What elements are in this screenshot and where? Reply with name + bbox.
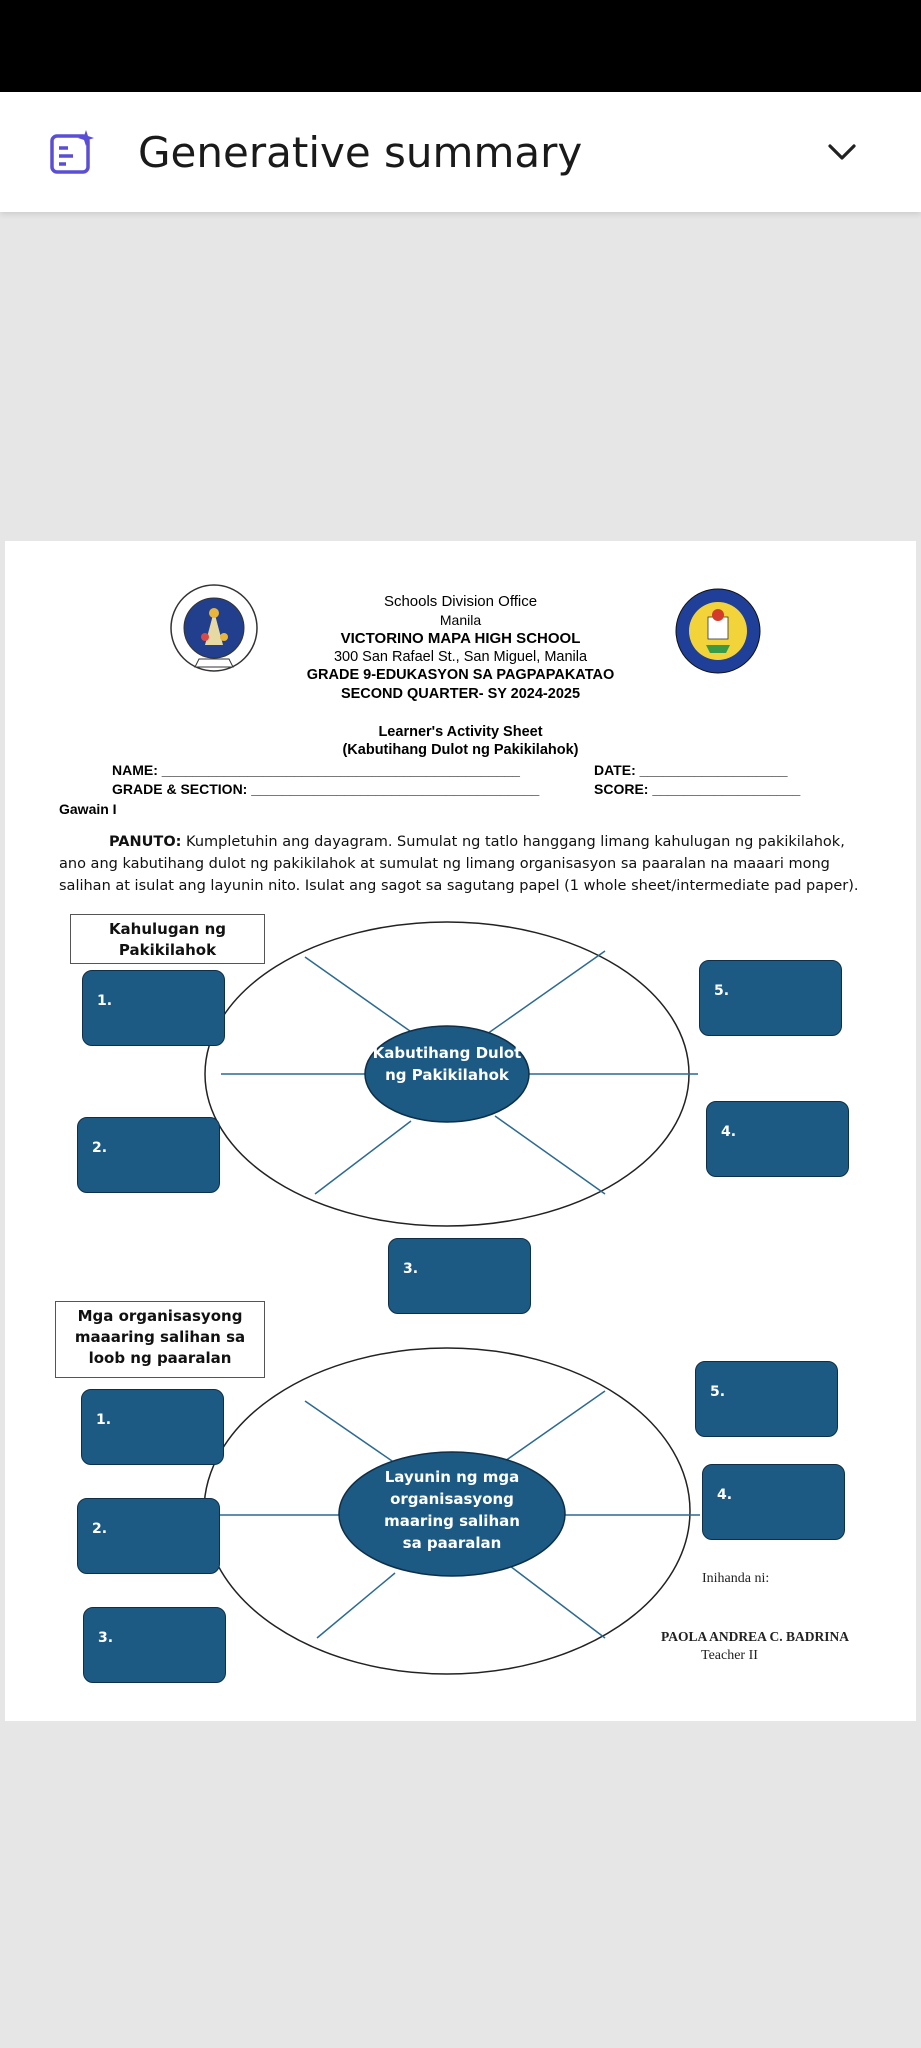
activity-label: Gawain I bbox=[59, 801, 117, 817]
date-field: DATE: ___________________ bbox=[594, 762, 788, 778]
box-number: 4. bbox=[721, 1124, 737, 1140]
header-subject: GRADE 9-EDUKASYON SA PAGPAPAKATAO bbox=[306, 667, 615, 683]
box-number: 5. bbox=[710, 1384, 726, 1400]
header-office: Schools Division Office bbox=[383, 593, 538, 610]
header-school: VICTORINO MAPA HIGH SCHOOL bbox=[340, 630, 581, 647]
diagram1-box-1: 1. bbox=[82, 970, 225, 1046]
instructions-text: Kumpletuhin ang dayagram. Sumulat ng tat… bbox=[59, 834, 859, 894]
score-field: SCORE: ___________________ bbox=[594, 781, 801, 797]
app-bar: Generative summary bbox=[0, 92, 921, 212]
app-title: Generative summary bbox=[138, 128, 583, 177]
diagram1-box-3: 3. bbox=[388, 1238, 531, 1314]
box-number: 2. bbox=[92, 1521, 108, 1537]
diagram1-graphic bbox=[204, 921, 698, 1227]
box-number: 3. bbox=[403, 1261, 419, 1277]
diagram2-graphic bbox=[203, 1347, 700, 1675]
diagram2-box-5: 5. bbox=[695, 1361, 838, 1437]
sheet-subtitle: (Kabutihang Dulot ng Pakikilahok) bbox=[342, 742, 579, 758]
box-number: 2. bbox=[92, 1140, 108, 1156]
diagram1-box-5: 5. bbox=[699, 960, 842, 1036]
box-number: 5. bbox=[714, 983, 730, 999]
box-number: 1. bbox=[96, 1412, 112, 1428]
header-address: 300 San Rafael St., San Miguel, Manila bbox=[333, 649, 588, 665]
teacher-name: PAOLA ANDREA C. BADRINA bbox=[661, 1629, 850, 1644]
box-number: 3. bbox=[98, 1630, 114, 1646]
diagram1-box-4: 4. bbox=[706, 1101, 849, 1177]
sheet-title: Learner's Activity Sheet bbox=[378, 724, 543, 740]
instructions-label: PANUTO: bbox=[109, 834, 182, 850]
diagram2-box-3: 3. bbox=[83, 1607, 226, 1683]
box-number: 1. bbox=[97, 993, 113, 1009]
teacher-position: Teacher II bbox=[701, 1648, 758, 1663]
diagram2-title-box: Mga organisasyong maaaring salihan sa lo… bbox=[55, 1301, 265, 1378]
prepared-by-label: Inihanda ni: bbox=[702, 1571, 770, 1586]
header-quarter: SECOND QUARTER- SY 2024-2025 bbox=[340, 686, 581, 702]
diagram1-title-box: Kahulugan ng Pakikilahok bbox=[70, 914, 265, 964]
grade-section-field: GRADE & SECTION: _______________________… bbox=[112, 781, 540, 797]
instructions: PANUTO: Kumpletuhin ang dayagram. Sumula… bbox=[59, 831, 859, 897]
header-city: Manila bbox=[439, 612, 482, 628]
chevron-down-icon[interactable] bbox=[826, 136, 858, 168]
diagram2-box-2: 2. bbox=[77, 1498, 220, 1574]
school-logo bbox=[170, 584, 258, 672]
box-number: 4. bbox=[717, 1487, 733, 1503]
generative-summary-icon bbox=[50, 130, 94, 174]
division-logo bbox=[675, 588, 761, 674]
diagram1-box-2: 2. bbox=[77, 1117, 220, 1193]
diagram1-center-label: Kabutihang Dulot ng Pakikilahok bbox=[372, 1044, 522, 1084]
document-page: Schools Division Office Manila VICTORINO… bbox=[5, 541, 916, 1721]
name-field: NAME: __________________________________… bbox=[112, 762, 520, 778]
status-bar bbox=[0, 0, 921, 92]
diagram2-center-label: Layunin ng mga organisasyong maaring sal… bbox=[384, 1468, 520, 1552]
diagram2-box-4: 4. bbox=[702, 1464, 845, 1540]
diagram2-box-1: 1. bbox=[81, 1389, 224, 1465]
